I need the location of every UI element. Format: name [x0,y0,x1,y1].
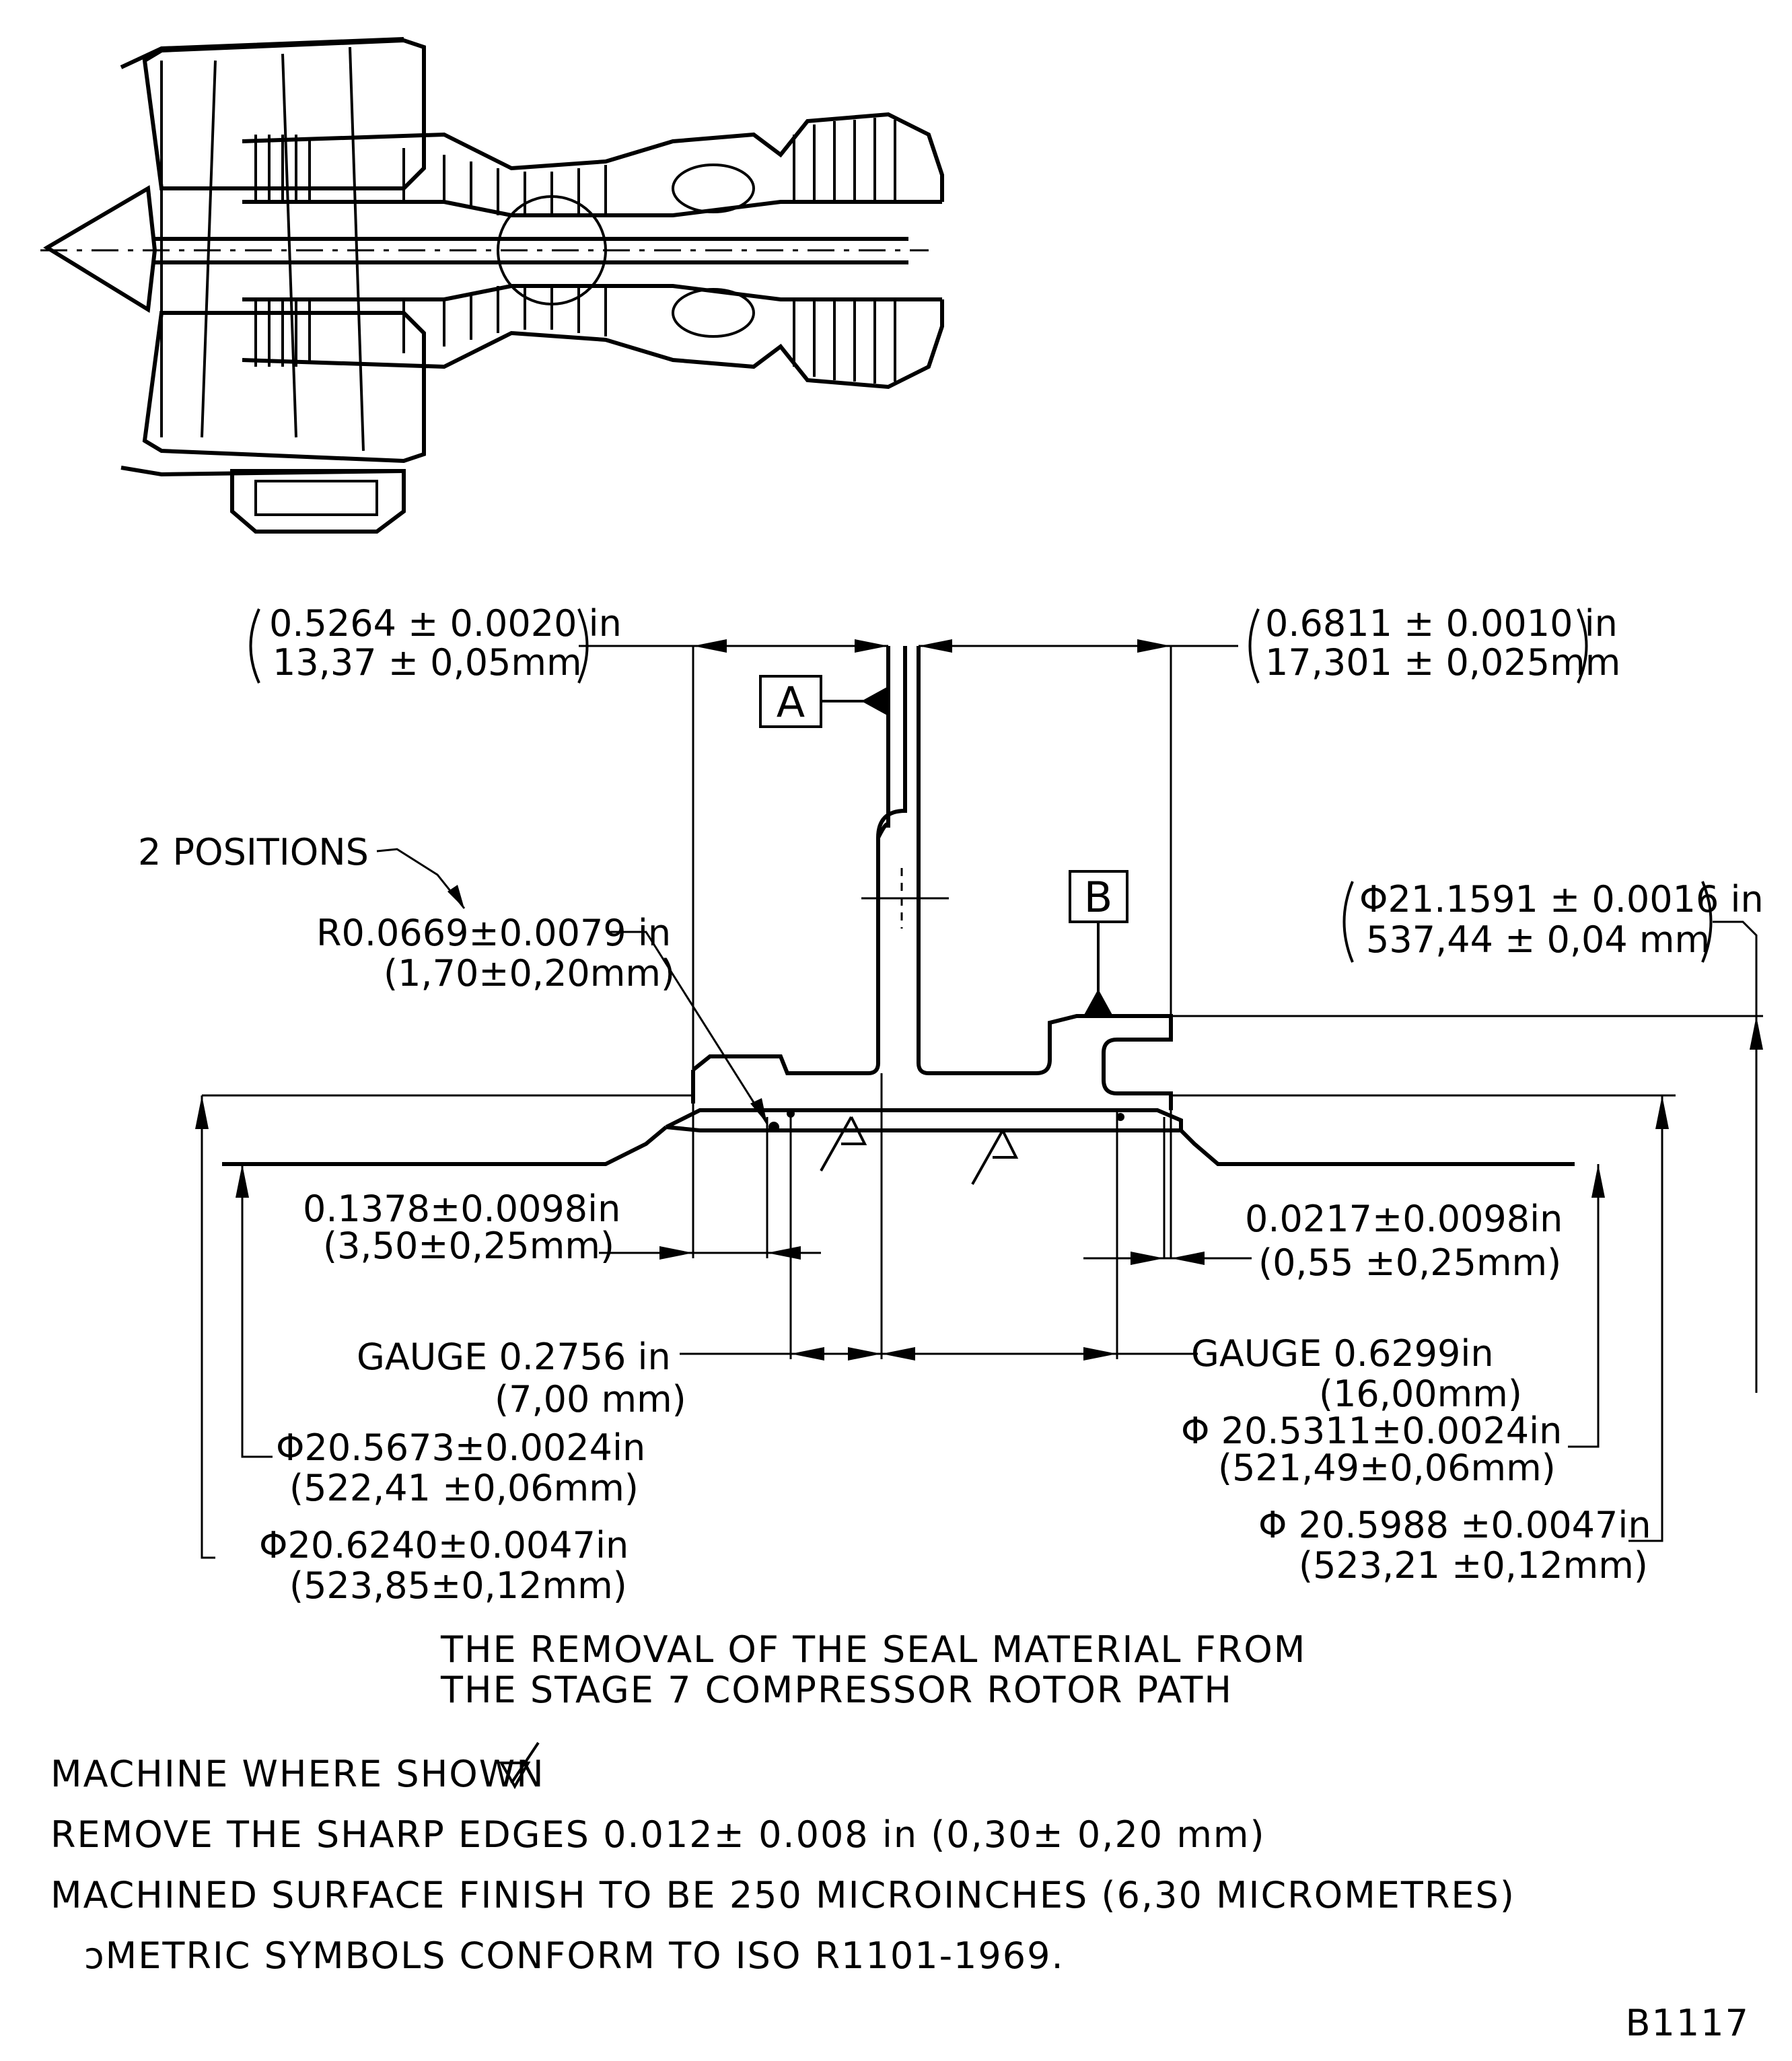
datum-a-triangle [861,686,888,716]
note-machine: MACHINE WHERE SHOWN [50,1753,545,1795]
caption-line-1: THE REMOVAL OF THE SEAL MATERIAL FROM [440,1628,1306,1671]
seal-section-detail [202,646,1763,1359]
positions-note: 2 POSITIONS [138,831,369,873]
outer-dia-in: Φ21.1591 ± 0.0016 in [1359,878,1764,920]
engine-cross-section [40,37,944,534]
datum-a-label: A [777,678,805,727]
left-offset-in: 0.1378±0.0098in [303,1188,620,1230]
dia-right-outer-mm: (523,21 ±0,12mm) [1299,1544,1648,1587]
outer-dia-mm: 537,44 ± 0,04 mm [1366,918,1710,961]
dimension-labels: 0.5264 ± 0.0020 in 13,37 ± 0,05mm 0.6811… [138,602,1764,1607]
datum-a: A [759,675,888,728]
gauge-right-mm: (16,00mm) [1319,1373,1522,1415]
right-offset-mm: (0,55 ±0,25mm) [1258,1241,1561,1284]
left-offset-mm: (3,50±0,25mm) [323,1225,614,1267]
gauge-left-in: GAUGE 0.2756 in [357,1336,671,1378]
datum-b-triangle [1083,989,1113,1016]
dia-left-inner-in: Φ20.5673±0.0024in [276,1426,645,1469]
dim-top-right-mm: 17,301 ± 0,025mm [1265,641,1620,684]
note-symbols: ͻMETRIC SYMBOLS CONFORM TO ISO R1101-196… [84,1935,1065,1977]
dim-top-right-in: 0.6811 ± 0.0010 in [1265,602,1618,645]
dim-top-left-in: 0.5264 ± 0.0020 in [269,602,622,645]
caption-line-2: THE STAGE 7 COMPRESSOR ROTOR PATH [440,1669,1233,1711]
dia-right-inner-mm: (521,49±0,06mm) [1218,1447,1556,1489]
dim-top-left-mm: 13,37 ± 0,05mm [273,641,582,684]
dimension-lines [195,639,1763,1559]
radius-mm: (1,70±0,20mm) [384,952,675,995]
note-finish: MACHINED SURFACE FINISH TO BE 250 MICROI… [50,1874,1515,1916]
figure-ref: B1117 [1626,2002,1750,2044]
right-offset-in: 0.0217±0.0098in [1245,1198,1563,1240]
note-sharp-edges: REMOVE THE SHARP EDGES 0.012± 0.008 in (… [50,1813,1266,1856]
dia-right-outer-in: Φ 20.5988 ±0.0047in [1258,1504,1651,1546]
datum-b: B [1069,870,1128,1016]
datum-b-label: B [1084,873,1113,922]
caption: THE REMOVAL OF THE SEAL MATERIAL FROM TH… [440,1628,1306,1711]
machine-symbol-icon [499,1741,540,1790]
gauge-left-mm: (7,00 mm) [495,1378,686,1420]
dia-left-outer-mm: (523,85±0,12mm) [289,1564,627,1607]
dia-left-outer-in: Φ20.6240±0.0047in [259,1524,629,1566]
radius-in: R0.0669±0.0079 in [316,912,671,954]
gauge-right-in: GAUGE 0.6299in [1191,1332,1494,1375]
notes: MACHINE WHERE SHOWN REMOVE THE SHARP EDG… [50,1741,1515,1977]
dia-left-inner-mm: (522,41 ±0,06mm) [289,1467,639,1509]
dia-right-inner-in: Φ 20.5311±0.0024in [1181,1410,1562,1452]
